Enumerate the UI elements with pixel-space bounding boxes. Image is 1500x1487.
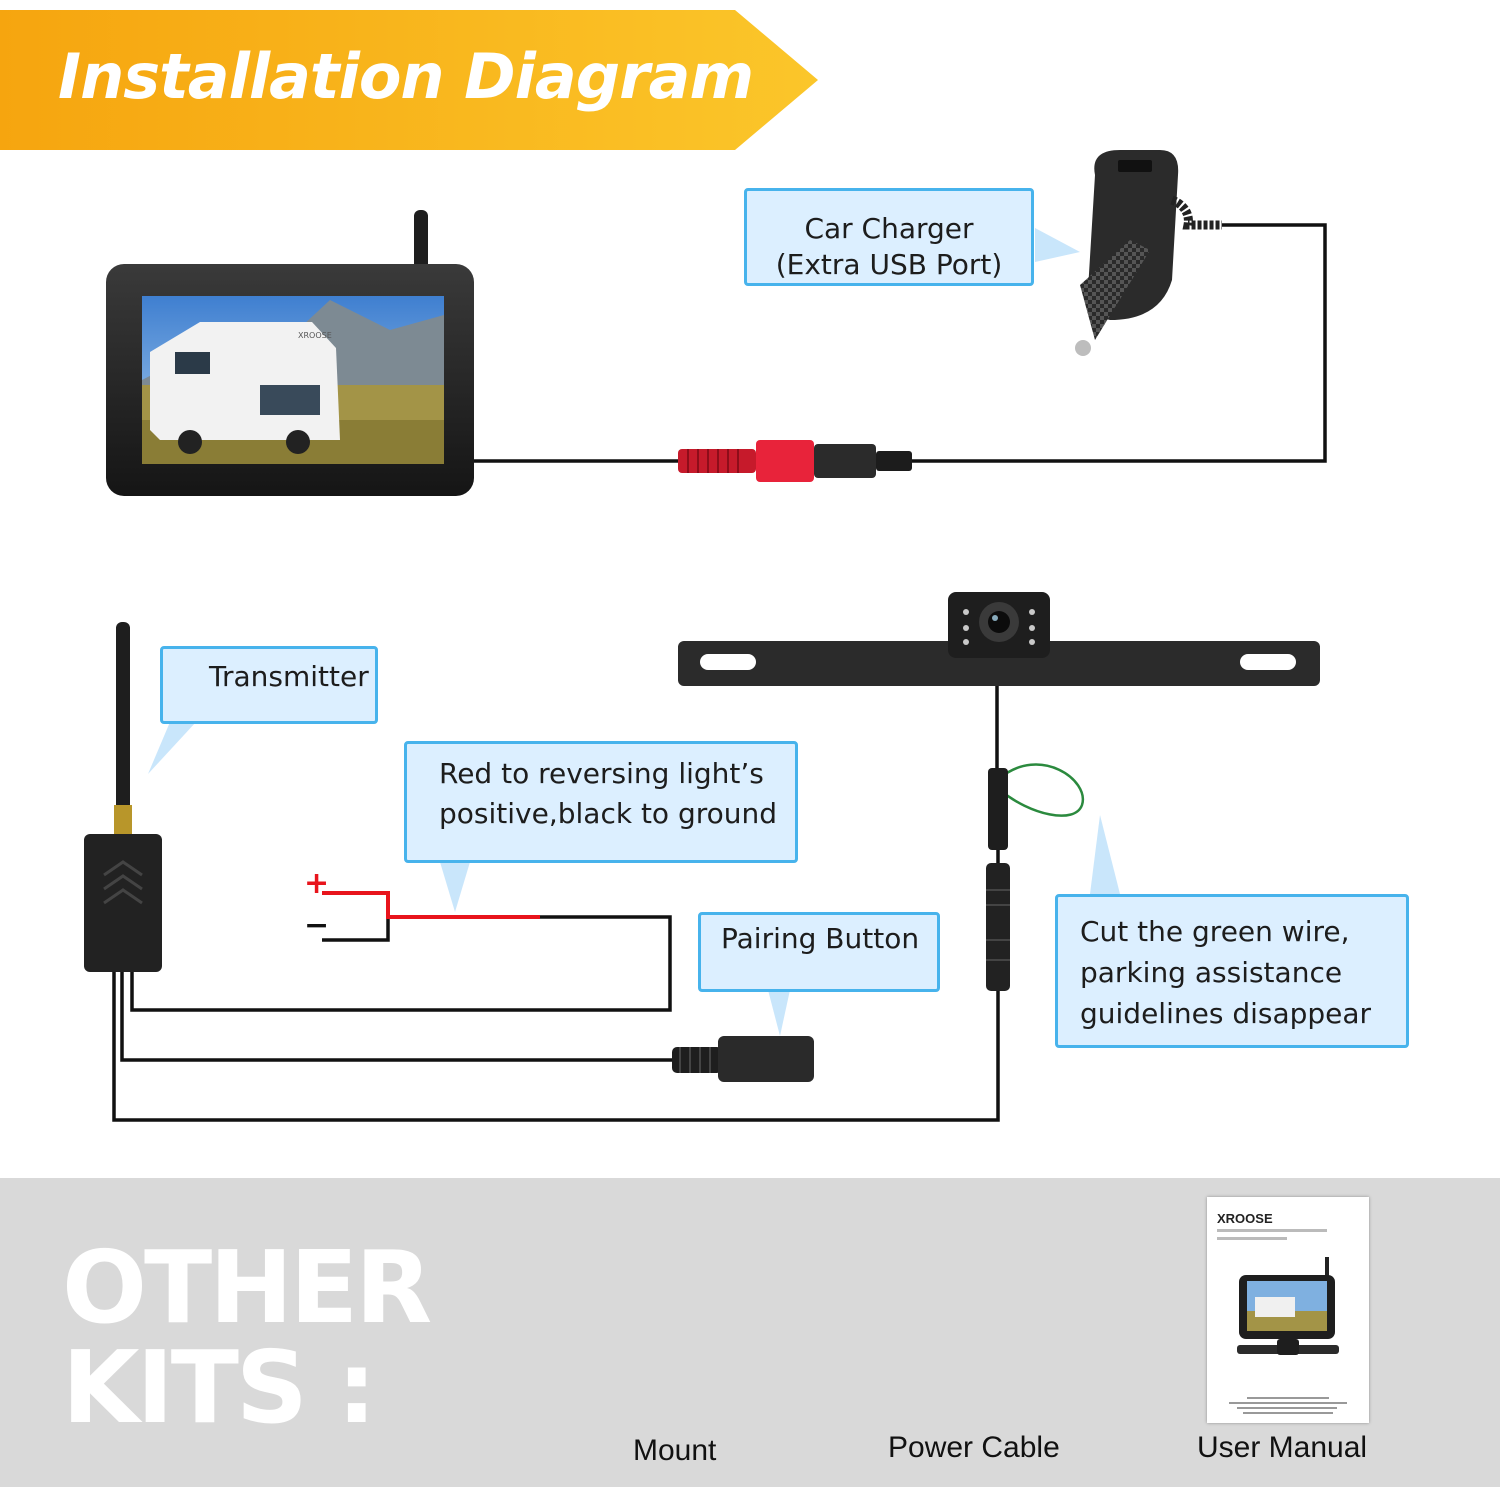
kit-label-mount: Mount	[633, 1434, 717, 1467]
callout-green-wire: Cut the green wire, parking assistance g…	[1055, 894, 1409, 1048]
callout-line: guidelines disappear	[1080, 997, 1372, 1030]
callout-line: parking assistance	[1080, 956, 1343, 989]
monitor: XROOSE	[106, 210, 474, 496]
title-banner	[0, 10, 818, 150]
callout-red-black-wires: Red to reversing light’s positive,black …	[404, 741, 798, 863]
transmitter-black-wire	[130, 915, 672, 1012]
monitor-brand: XROOSE	[298, 331, 332, 340]
plus-sign: +	[304, 866, 329, 901]
callout-transmitter: Transmitter	[160, 646, 378, 724]
transmitter-pairing-wire	[120, 972, 672, 1062]
transmitter-camera-wire	[112, 972, 1000, 1122]
user-manual-illustration: XROOSE	[1207, 1197, 1369, 1423]
heading-line: OTHER	[62, 1229, 432, 1346]
callout-line: Car Charger	[804, 212, 974, 245]
green-wire	[999, 763, 1085, 817]
manual-brand: XROOSE	[1217, 1211, 1273, 1226]
callout-pointers	[148, 228, 1120, 1036]
transmitter	[84, 622, 162, 972]
negative-lead	[322, 915, 540, 942]
kit-label-user-manual: User Manual	[1197, 1431, 1368, 1464]
heading-line: KITS :	[62, 1329, 377, 1446]
car-charger	[1075, 150, 1222, 356]
charger-wire	[912, 223, 1327, 463]
rca-connector	[678, 440, 912, 482]
positive-lead	[322, 891, 540, 919]
pairing-button-connector	[672, 1036, 814, 1082]
wires	[112, 223, 1327, 1122]
license-plate-camera	[678, 592, 1320, 991]
callout-line: (Extra USB Port)	[775, 248, 1003, 281]
callout-line: positive,black to ground	[439, 797, 778, 830]
minus-sign: −	[304, 908, 329, 943]
callout-line: Cut the green wire,	[1080, 915, 1350, 948]
manual-art	[1217, 1229, 1347, 1414]
page-title: Installation Diagram	[58, 40, 754, 113]
callout-line: Red to reversing light’s	[439, 757, 764, 790]
other-kits-heading: OTHER KITS :	[62, 1229, 432, 1446]
callout-pairing-button: Pairing Button	[698, 912, 940, 992]
callout-line: Pairing Button	[721, 922, 920, 955]
callout-line: Transmitter	[209, 660, 369, 693]
kit-label-power-cable: Power Cable	[888, 1431, 1060, 1464]
callout-car-charger: Car Charger (Extra USB Port)	[744, 188, 1034, 286]
